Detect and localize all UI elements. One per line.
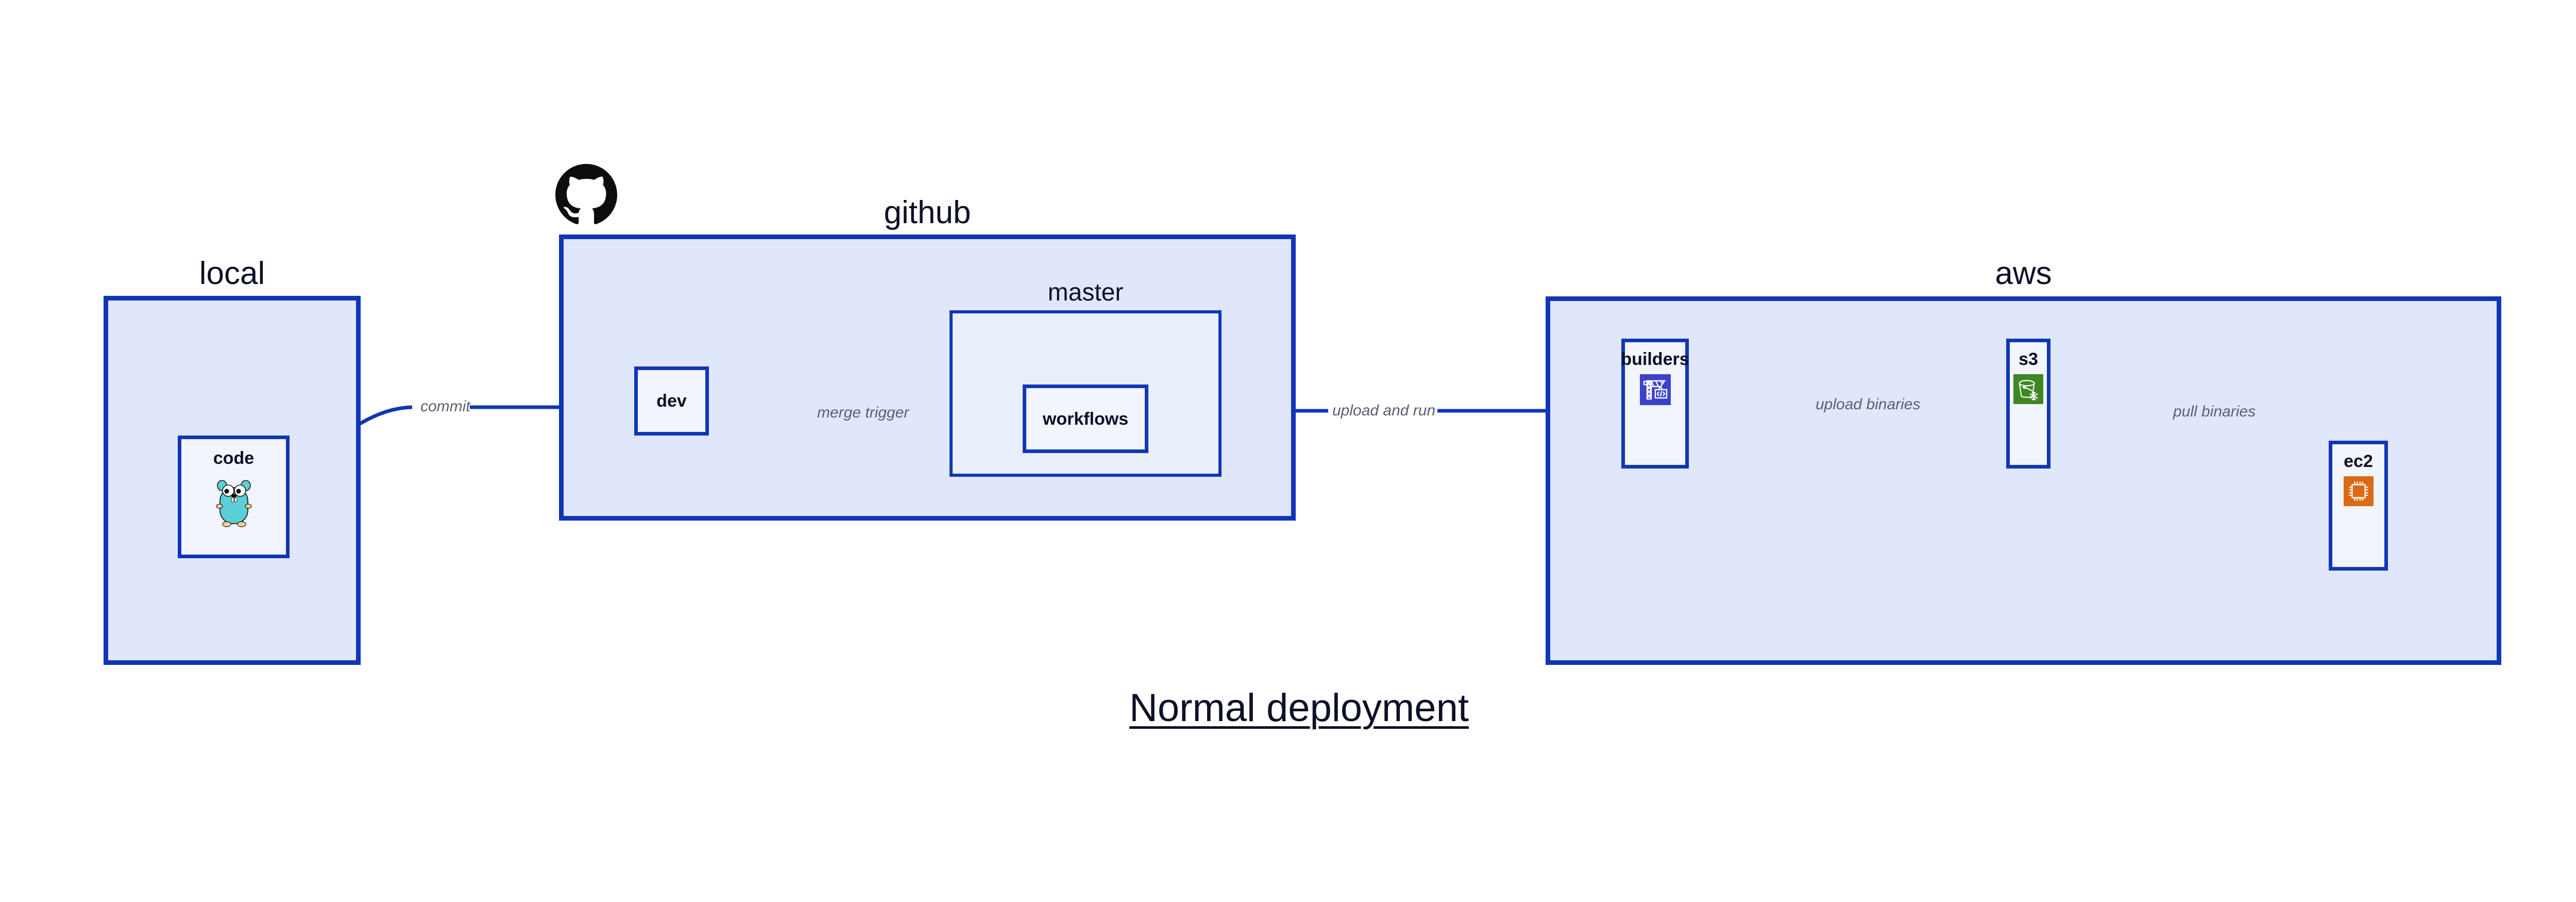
node-ec2[interactable]: ec2	[2329, 441, 2388, 571]
page-title: Normal deployment	[1129, 686, 1469, 730]
node-s3-label: s3	[2019, 349, 2038, 369]
node-ec2-label: ec2	[2344, 452, 2373, 471]
group-aws-label: aws	[1995, 256, 2052, 291]
group-github-label: github	[884, 195, 971, 230]
node-builders[interactable]: builders	[1621, 339, 1689, 469]
aws-codebuild-icon	[1639, 374, 1671, 405]
github-octocat-icon	[555, 164, 617, 226]
aws-s3-glacier-icon	[2013, 374, 2043, 404]
aws-ec2-icon	[2343, 476, 2374, 506]
edge-label-upload-and-run: upload and run	[1332, 402, 1436, 419]
edge-label-commit: commit	[420, 398, 470, 415]
node-s3[interactable]: s3	[2006, 339, 2050, 469]
node-builders-label: builders	[1621, 349, 1689, 369]
subgroup-master-label: master	[1047, 279, 1124, 306]
edge-label-merge-trigger: merge trigger	[817, 404, 909, 421]
edge-label-upload-binaries: upload binaries	[1816, 396, 1921, 413]
node-code-label: code	[213, 448, 255, 468]
node-dev[interactable]: dev	[634, 366, 709, 436]
group-local-label: local	[199, 256, 265, 291]
node-dev-label: dev	[656, 391, 687, 411]
node-workflows-label: workflows	[1042, 409, 1129, 429]
edge-label-pull-binaries: pull binaries	[2173, 403, 2256, 420]
node-code[interactable]: code	[178, 436, 290, 558]
node-workflows[interactable]: workflows	[1023, 385, 1148, 453]
go-gopher-icon	[213, 474, 255, 530]
